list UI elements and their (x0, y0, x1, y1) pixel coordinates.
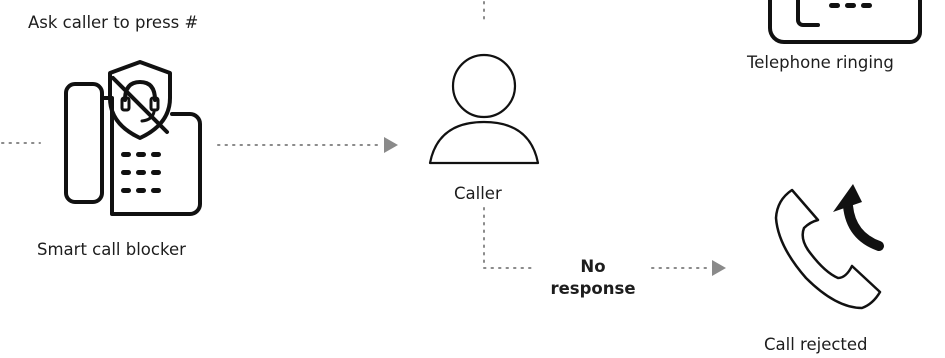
telephone-ringing-icon (768, 0, 922, 44)
arrowhead-to-caller (384, 137, 398, 153)
no-response-label: No response (545, 256, 641, 300)
blocked-headset-shield-icon (108, 60, 172, 140)
telephone-ringing-label: Telephone ringing (747, 53, 894, 72)
caller-label: Caller (454, 184, 502, 203)
smart-call-blocker-icon (64, 60, 202, 216)
arrowhead-to-rejected (712, 260, 726, 276)
no-response-line-1: No (580, 257, 606, 276)
smart-call-blocker-label: Smart call blocker (37, 240, 186, 259)
call-rejected-handset-icon (774, 184, 884, 310)
ask-caller-label: Ask caller to press # (28, 13, 199, 32)
curved-arrow-icon (833, 184, 884, 251)
call-rejected-label: Call rejected (764, 335, 868, 354)
no-response-line-2: response (550, 279, 636, 298)
person-icon (428, 53, 540, 165)
